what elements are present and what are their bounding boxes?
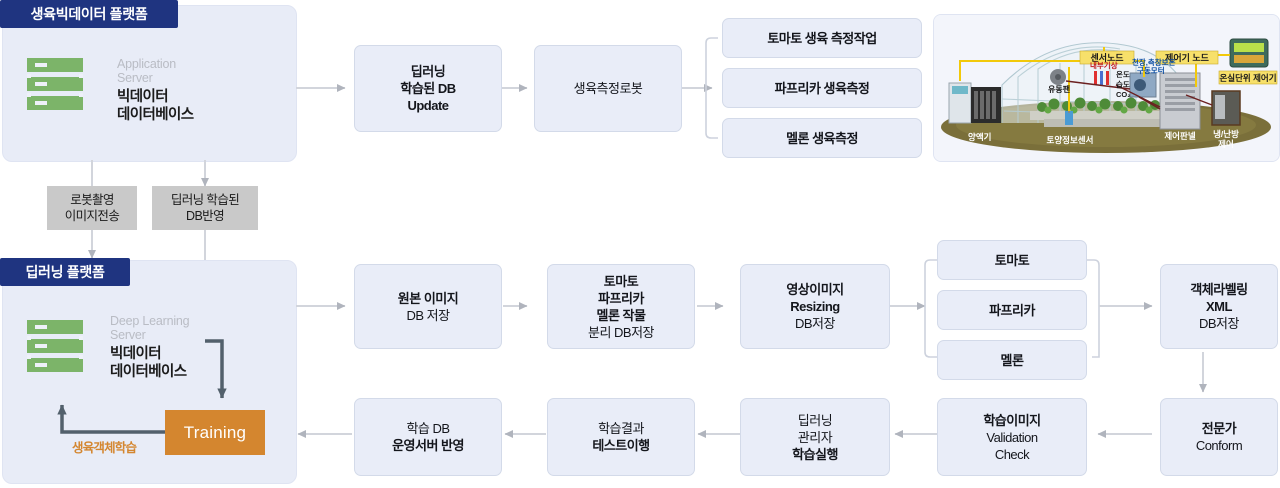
tag-robot-image-transfer: 로봇촬영 이미지전송: [47, 186, 137, 230]
tag-line2: 이미지전송: [64, 209, 120, 223]
server-subtitle-line1: Application: [117, 57, 176, 71]
greenhouse-system-photo: 센서노드 제어기 노드 온실단위 제어기 내부기상 온도 습도 CO₂ 천장,측…: [933, 14, 1280, 162]
svg-text:CO₂: CO₂: [1116, 90, 1131, 99]
box-label: 파프리카 생육측정: [774, 80, 870, 96]
box-line-1: DB 저장: [406, 307, 450, 323]
tag-line1: 딥러닝 학습된: [170, 193, 240, 207]
box-image-resizing-db[interactable]: 영상이미지 Resizing DB저장: [740, 264, 890, 349]
box-line-1: 파프리카: [598, 290, 644, 306]
box-crop-melon[interactable]: 멜론: [937, 340, 1087, 380]
box-label: 토마토: [994, 252, 1030, 268]
box-line-0: 토마토: [603, 273, 639, 289]
box-training-result-test[interactable]: 학습결과 테스트이행: [547, 398, 695, 476]
box-line-2: Check: [994, 446, 1030, 462]
training-block[interactable]: Training: [165, 410, 265, 455]
box-line-0: 객체라벨링: [1190, 282, 1248, 297]
box-object-labeling-xml[interactable]: 객체라벨링 XML DB저장: [1160, 264, 1278, 349]
box-line-2: DB저장: [1199, 316, 1239, 331]
box-line-1: 학습된 DB: [400, 81, 456, 96]
box-line-2: Update: [407, 98, 449, 113]
server-rack-icon: [27, 58, 83, 110]
server-main-line1: 빅데이터: [110, 346, 162, 362]
box-expert-conform[interactable]: 전문가 Conform: [1160, 398, 1278, 476]
tag-line1: 로봇촬영: [70, 193, 114, 207]
server-label-deep-learning: Deep Learning Server 빅데이터 데이터베이스: [110, 314, 190, 381]
box-line-0: 딥러닝: [797, 412, 833, 428]
box-deeplearning-db-update[interactable]: 딥러닝 학습된 DB Update: [354, 45, 502, 132]
box-line-0: 딥러닝: [410, 64, 446, 79]
tag-deeplearning-db-apply: 딥러닝 학습된 DB반영: [152, 186, 258, 230]
box-line-0: 영상이미지: [786, 282, 844, 297]
svg-text:제어기 노드: 제어기 노드: [1165, 52, 1210, 63]
box-line-1: 테스트이행: [592, 438, 650, 453]
svg-text:습도: 습도: [1116, 79, 1130, 89]
box-line-0: 생육측정로봇: [573, 81, 643, 96]
box-deeplearning-admin-run[interactable]: 딥러닝 관리자 학습실행: [740, 398, 890, 476]
svg-text:제어: 제어: [1218, 139, 1234, 149]
svg-text:구동모터: 구동모터: [1137, 65, 1165, 75]
box-paprika-growth-measure[interactable]: 파프리카 생육측정: [722, 68, 922, 108]
svg-text:내부기상: 내부기상: [1090, 60, 1118, 70]
server-main-line1: 빅데이터: [117, 89, 169, 105]
platform-title-growth-bigdata: 생육빅데이터 플랫폼: [0, 0, 178, 28]
greenhouse-illustration: 센서노드 제어기 노드 온실단위 제어기 내부기상 온도 습도 CO₂ 천장,측…: [934, 15, 1279, 161]
box-tomato-growth-task[interactable]: 토마토 생육 측정작업: [722, 18, 922, 58]
svg-text:센서노드: 센서노드: [1090, 52, 1124, 63]
box-line-0: 원본 이미지: [397, 290, 459, 306]
box-label: 토마토 생육 측정작업: [767, 30, 877, 46]
server-main-line2: 데이터베이스: [110, 364, 187, 380]
box-training-image-validation[interactable]: 학습이미지 Validation Check: [937, 398, 1087, 476]
box-line-0: 학습이미지: [983, 412, 1041, 428]
svg-text:양액기: 양액기: [968, 132, 991, 142]
label-sensor-node: 센서노드: [1079, 50, 1135, 65]
box-line-1: 관리자: [797, 429, 833, 445]
box-line-0: 학습 DB: [406, 421, 450, 436]
box-line-3: 분리 DB저장: [587, 324, 655, 340]
svg-text:유동팬: 유동팬: [1048, 84, 1070, 94]
server-rack-icon: [27, 320, 83, 372]
box-line-1: Conform: [1195, 438, 1243, 453]
svg-text:천장,측창보온: 천장,측창보온: [1132, 57, 1176, 67]
server-subtitle-line2: Server: [110, 328, 146, 342]
server-label-growth-bigdata: Application Server 빅데이터 데이터베이스: [117, 57, 194, 124]
box-line-1: Validation: [986, 429, 1038, 445]
server-subtitle-line1: Deep Learning: [110, 314, 190, 328]
box-line-2: 멜론 작물: [596, 307, 646, 323]
box-label: 멜론: [1000, 352, 1024, 368]
box-crop-tomato[interactable]: 토마토: [937, 240, 1087, 280]
svg-text:제어판넬: 제어판넬: [1164, 131, 1195, 141]
tag-line2: DB반영: [186, 209, 225, 223]
box-line-1: Resizing: [790, 299, 840, 314]
box-line-2: 학습실행: [792, 446, 838, 462]
box-melon-growth-measure[interactable]: 멜론 생육측정: [722, 118, 922, 158]
training-loop-label: 생육객체학습: [72, 441, 137, 455]
box-growth-measure-robot[interactable]: 생육측정로봇: [534, 45, 682, 132]
svg-text:온도: 온도: [1116, 70, 1130, 79]
box-line-0: 학습결과: [598, 421, 644, 436]
svg-text:토양정보센서: 토양정보센서: [1047, 135, 1094, 145]
platform-title-deep-learning: 딥러닝 플랫폼: [0, 258, 130, 286]
box-crop-paprika[interactable]: 파프리카: [937, 290, 1087, 330]
box-original-image-db[interactable]: 원본 이미지 DB 저장: [354, 264, 502, 349]
svg-text:냉/난방: 냉/난방: [1213, 129, 1239, 139]
server-main-line2: 데이터베이스: [117, 107, 194, 123]
label-greenhouse-unit-controller: 온실단위 제어기: [1218, 70, 1278, 85]
label-controller-node: 제어기 노드: [1155, 50, 1219, 65]
box-line-2: DB저장: [795, 316, 835, 331]
box-label: 멜론 생육측정: [786, 130, 858, 146]
box-crop-separate-db[interactable]: 토마토 파프리카 멜론 작물 분리 DB저장: [547, 264, 695, 349]
svg-text:온실단위 제어기: 온실단위 제어기: [1219, 73, 1276, 83]
box-line-1: 운영서버 반영: [392, 438, 464, 453]
server-subtitle-line2: Server: [117, 71, 153, 85]
box-line-0: 전문가: [1201, 421, 1237, 436]
box-label: 파프리카: [989, 302, 1035, 318]
box-line-1: XML: [1206, 299, 1232, 314]
box-training-db-to-ops[interactable]: 학습 DB 운영서버 반영: [354, 398, 502, 476]
